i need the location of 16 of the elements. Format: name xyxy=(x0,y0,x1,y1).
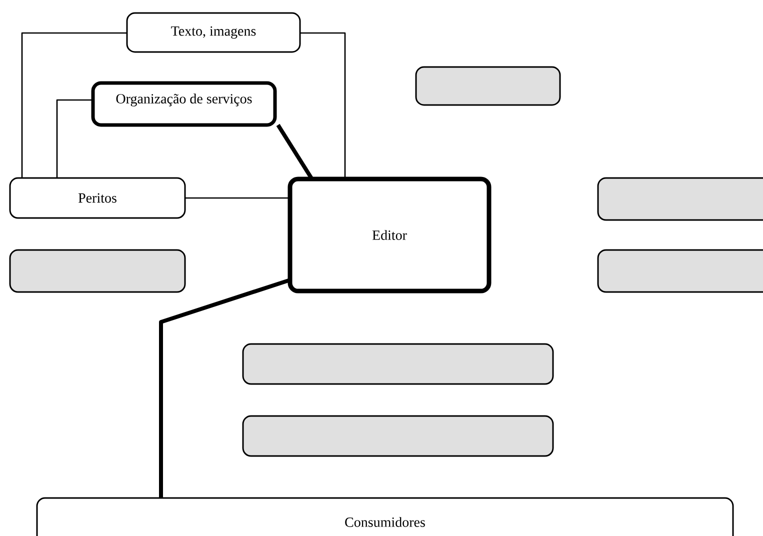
empty-box xyxy=(242,343,554,385)
process-box: Organização de serviços xyxy=(91,81,277,127)
connector-line xyxy=(159,278,291,498)
connector-line xyxy=(300,32,346,179)
connector-line xyxy=(56,99,93,178)
process-box: Texto, imagens xyxy=(126,12,301,53)
empty-box xyxy=(597,249,763,293)
process-box: Consumidores xyxy=(36,497,734,536)
process-box: Editor xyxy=(288,176,492,294)
empty-box xyxy=(9,249,186,293)
process-box: Peritos xyxy=(9,177,186,219)
empty-box xyxy=(597,177,763,221)
connector-line xyxy=(185,197,290,199)
empty-box xyxy=(415,66,561,106)
connector-line xyxy=(21,32,127,178)
empty-box xyxy=(242,415,554,457)
